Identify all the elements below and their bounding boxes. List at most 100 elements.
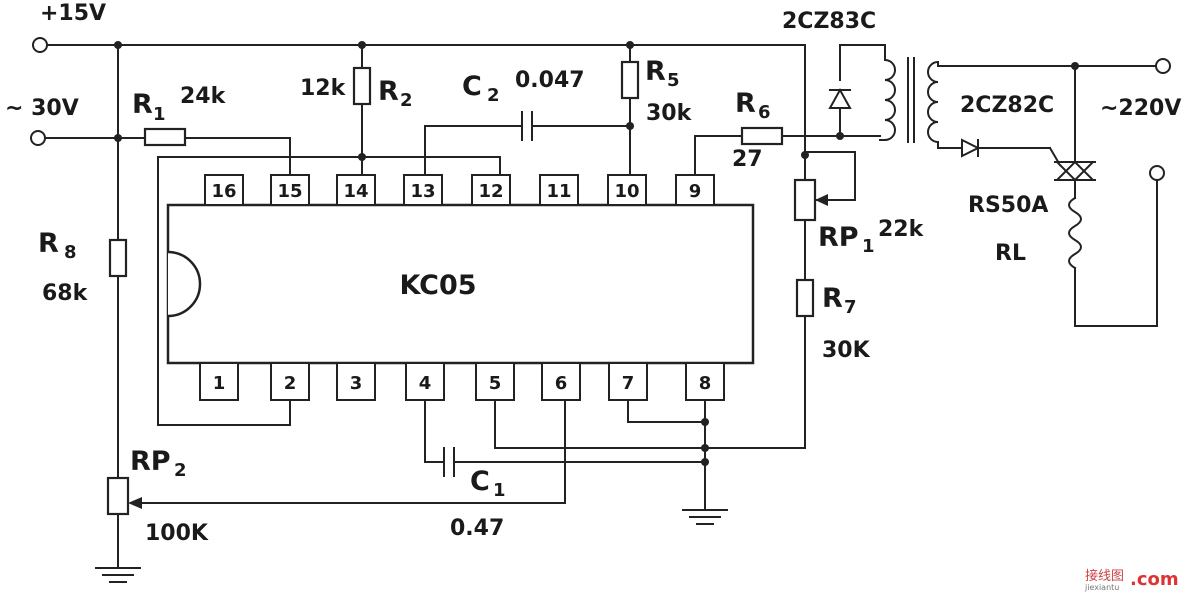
right-chain — [494, 44, 856, 449]
r5-branch — [620, 44, 640, 176]
pin-12: 12 — [478, 181, 503, 202]
resistor-r8 — [108, 238, 128, 278]
pin-15: 15 — [277, 181, 302, 202]
svg-text:0.047: 0.047 — [515, 68, 585, 93]
pin-6: 6 — [555, 373, 568, 394]
label-15v: +15V — [40, 1, 106, 26]
svg-text:RP: RP — [818, 222, 859, 253]
label-220v: ~220V — [1100, 96, 1181, 121]
diode-2cz82c — [961, 138, 981, 158]
resistor-r1 — [143, 127, 187, 147]
resistor-r6 — [740, 126, 784, 146]
load-rl — [1068, 196, 1082, 270]
label-2cz83c: 2CZ83C — [782, 9, 876, 34]
terminal-220v-b[interactable] — [1149, 165, 1165, 181]
resistor-r7 — [795, 278, 815, 318]
pin-4: 4 — [419, 373, 432, 394]
svg-text:30k: 30k — [646, 101, 693, 126]
label-30v: ~ 30V — [5, 96, 79, 121]
svg-text:24k: 24k — [180, 84, 227, 109]
resistor-r5 — [620, 60, 640, 100]
pin-7: 7 — [622, 373, 635, 394]
ic-pins-bottom: 1 2 3 4 5 6 7 8 — [199, 362, 725, 401]
pin-16: 16 — [211, 181, 236, 202]
label-rs50a: RS50A — [968, 193, 1048, 218]
potentiometer-rp2 — [106, 476, 130, 516]
ic-name: KC05 — [399, 270, 476, 301]
terminal-220v-a[interactable] — [1155, 58, 1171, 74]
svg-text:R: R — [645, 56, 666, 87]
label-c2: C 2 0.047 — [462, 68, 585, 106]
pin-3: 3 — [350, 373, 363, 394]
pin-13: 13 — [410, 181, 435, 202]
svg-text:68k: 68k — [42, 281, 89, 306]
svg-text:jiexiantu: jiexiantu — [1084, 583, 1119, 592]
svg-text:RP: RP — [130, 446, 171, 477]
pin-10: 10 — [614, 181, 639, 202]
svg-text:R: R — [378, 76, 399, 107]
zener-diode-2cz83c — [828, 87, 852, 109]
label-2cz82c: 2CZ82C — [960, 93, 1054, 118]
svg-text:12k: 12k — [300, 76, 347, 101]
svg-text:5: 5 — [667, 70, 680, 91]
label-r7: R 7 30K — [822, 283, 871, 363]
c2-branch — [424, 111, 634, 176]
svg-text:30K: 30K — [822, 338, 871, 363]
svg-text:0.47: 0.47 — [450, 516, 504, 541]
terminal-15v[interactable] — [32, 37, 48, 53]
resistor-r2 — [352, 66, 372, 106]
svg-text:R: R — [38, 228, 59, 259]
svg-text:2: 2 — [487, 85, 500, 106]
rail-15v — [32, 37, 806, 53]
transformer-primary — [828, 44, 915, 143]
svg-text:2: 2 — [400, 90, 413, 111]
pin-5: 5 — [489, 373, 502, 394]
pin-9: 9 — [689, 181, 702, 202]
svg-text:100K: 100K — [145, 521, 209, 546]
label-rp1: RP 1 22k — [818, 217, 925, 257]
ground-node — [627, 399, 728, 525]
r2-branch — [352, 44, 372, 176]
svg-text:2: 2 — [174, 460, 187, 481]
c1-branch — [424, 399, 706, 504]
output-stage — [927, 58, 1171, 327]
pin-2: 2 — [284, 373, 297, 394]
watermark: 接线图 jiexiantu .com — [1084, 568, 1179, 592]
svg-text:27: 27 — [732, 147, 763, 172]
label-r6: R 6 27 — [732, 88, 771, 172]
label-r8: R 8 68k — [38, 228, 89, 306]
svg-text:C: C — [470, 466, 490, 497]
svg-text:C: C — [462, 71, 482, 102]
terminal-30v[interactable] — [30, 130, 46, 146]
svg-text:22k: 22k — [878, 217, 925, 242]
pin-14: 14 — [343, 181, 368, 202]
label-r5: R 5 30k — [645, 56, 693, 126]
svg-text:1: 1 — [153, 104, 166, 125]
potentiometer-rp1 — [793, 178, 817, 222]
left-chain — [95, 44, 566, 583]
svg-text:1: 1 — [493, 480, 506, 501]
label-rl: RL — [995, 241, 1026, 266]
svg-text:8: 8 — [64, 242, 77, 263]
pin-1: 1 — [213, 373, 226, 394]
svg-text:6: 6 — [758, 102, 771, 123]
label-r2: 12k R 2 — [300, 76, 413, 111]
pin2-loop — [157, 156, 501, 426]
ic-kc05: KC05 — [166, 203, 755, 365]
svg-text:7: 7 — [844, 297, 857, 318]
svg-text:R: R — [735, 88, 756, 119]
svg-text:R: R — [822, 283, 843, 314]
triac-rs50a — [1054, 161, 1096, 182]
pin-8: 8 — [699, 373, 712, 394]
svg-text:R: R — [132, 89, 153, 120]
ic-pins-top: 16 15 14 13 12 11 10 9 — [204, 174, 715, 206]
label-c1: C 1 0.47 — [450, 466, 506, 541]
svg-text:接线图: 接线图 — [1085, 568, 1124, 584]
svg-text:1: 1 — [862, 236, 875, 257]
svg-text:.com: .com — [1130, 569, 1179, 590]
pin-11: 11 — [546, 181, 571, 202]
label-rp2: RP 2 100K — [130, 446, 209, 546]
label-r1: R 1 24k — [132, 84, 227, 125]
